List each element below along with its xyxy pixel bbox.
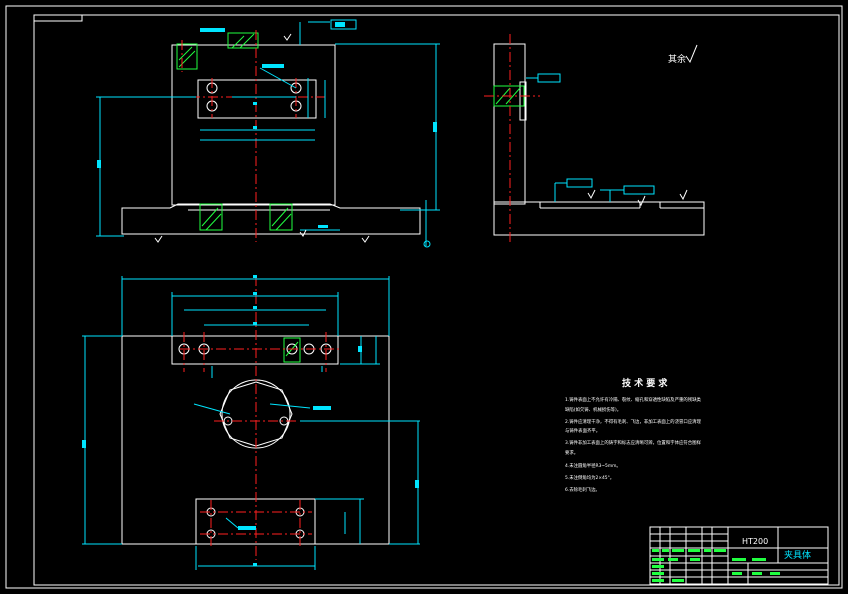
part-name-label: 夹具体: [784, 549, 811, 561]
side-view: [493, 43, 705, 236]
tech-req-line-5: 3.铸件非加工表面上的铸字和标志应清晰可辨，位置和字体应符合图样: [565, 439, 702, 446]
inner-frame: [33, 14, 840, 586]
front-hatch: [176, 32, 293, 231]
side-centerlines: [484, 34, 540, 242]
tech-req-line-9: 6.去除毛刺飞边。: [565, 486, 600, 493]
tech-req-line-2: 缺陷(如欠铸、机械损伤等)。: [565, 406, 621, 413]
top-annotation-boxes: [82, 275, 419, 566]
tech-req-line-8: 5.未注倒角均为2×45°。: [565, 474, 614, 481]
front-annotation-boxes: [97, 19, 437, 228]
material-label: HT200: [742, 537, 768, 546]
front-symbols: [154, 33, 370, 243]
tech-req-title: 技 术 要 求: [622, 377, 668, 389]
roughness-symbol: [685, 44, 698, 64]
front-dimensions: [96, 21, 440, 248]
tech-req-line-6: 要求。: [565, 449, 578, 456]
corner-box: [33, 14, 83, 22]
tech-req-line-3: 2.铸件应清理干净，不得有毛刺、飞边，非加工表面上的浇冒口应清理: [565, 418, 702, 425]
title-block: [649, 526, 829, 585]
side-dimensions: [526, 73, 655, 202]
tech-req-line-4: 与铸件表面齐平。: [565, 427, 600, 434]
tech-req-line-1: 1.铸件表面上不允许有冷隔、裂纹、缩孔和穿透性缺陷及严重的残缺类: [565, 396, 702, 403]
side-symbols: [587, 189, 688, 207]
tech-requirements: 技 术 要 求 1.铸件表面上不允许有冷隔、裂纹、缩孔和穿透性缺陷及严重的残缺类…: [565, 377, 702, 493]
top-dimensions: [82, 276, 420, 570]
surface-note: 其余: [668, 53, 686, 65]
tech-req-line-7: 4.未注圆角半径R3~5mm。: [565, 462, 621, 469]
title-block-labels: [652, 549, 780, 582]
outer-frame: [5, 5, 843, 589]
top-hatch: [283, 337, 301, 363]
top-centerlines: [180, 276, 340, 560]
